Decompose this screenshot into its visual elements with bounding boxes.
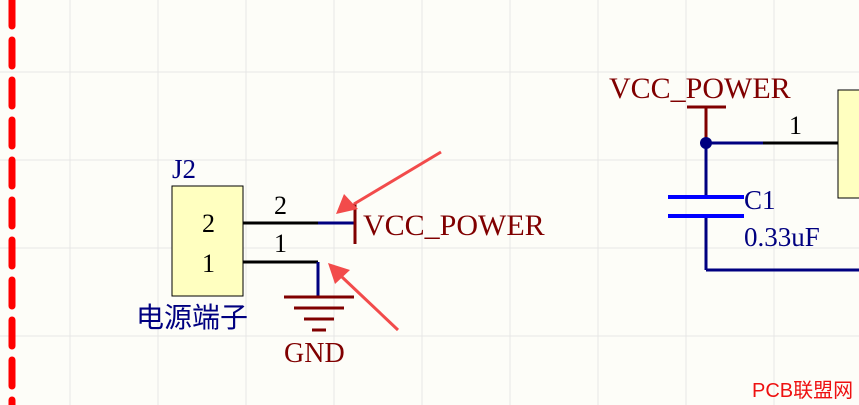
ic-u-body[interactable] xyxy=(837,89,859,199)
junction-dot xyxy=(700,137,712,149)
capacitor-value: 0.33uF xyxy=(744,222,820,252)
vcc-power-label-right: VCC_POWER xyxy=(609,72,791,105)
pin2-wire-label: 2 xyxy=(274,191,287,220)
vcc-power-label-left: VCC_POWER xyxy=(363,209,545,242)
ic-pin1-number: 1 xyxy=(789,111,802,140)
connector-pin2-number: 2 xyxy=(202,209,215,238)
capacitor-c1[interactable] xyxy=(668,195,744,218)
watermark: PCB联盟网 xyxy=(752,379,853,402)
gnd-label: GND xyxy=(284,338,345,369)
annotation-arrows xyxy=(328,150,442,332)
connector-designator: J2 xyxy=(172,154,196,184)
connector-description: 电源端子 xyxy=(136,302,248,333)
connector-j2-body[interactable] xyxy=(171,185,244,297)
gnd-symbol xyxy=(284,295,354,332)
connector-pin1-number: 1 xyxy=(202,249,215,278)
capacitor-designator: C1 xyxy=(744,185,776,215)
pin1-wire-label: 1 xyxy=(274,229,287,258)
